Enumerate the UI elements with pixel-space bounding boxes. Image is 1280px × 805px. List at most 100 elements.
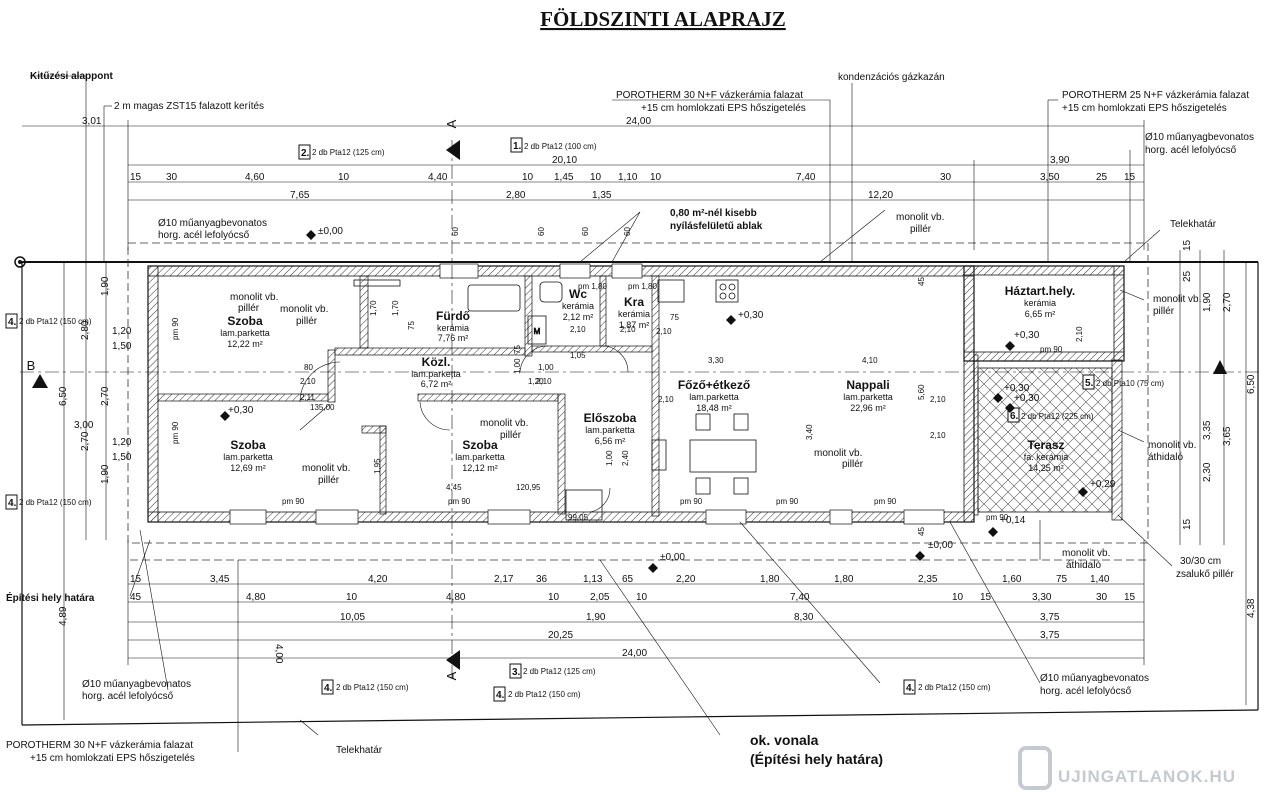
svg-text:fa. kerámia: fa. kerámia xyxy=(1024,452,1069,462)
svg-text:2 db Pta12 (150 cm): 2 db Pta12 (150 cm) xyxy=(19,317,92,326)
svg-text:+0,14: +0,14 xyxy=(1000,515,1026,526)
plot-border-bottom: Telekhatár xyxy=(336,745,383,756)
section-a-bottom: A xyxy=(444,671,459,680)
svg-text:10: 10 xyxy=(346,592,358,603)
svg-text:1,00: 1,00 xyxy=(605,450,614,466)
svg-text:2,10: 2,10 xyxy=(536,377,552,386)
svg-text:2,10: 2,10 xyxy=(656,327,672,336)
ok-line-label-1: ok. vonala xyxy=(750,732,819,748)
watermark: UJINGATLANOK.HU xyxy=(1018,746,1236,790)
svg-text:4,10: 4,10 xyxy=(862,356,878,365)
svg-text:3,75: 3,75 xyxy=(1040,630,1060,641)
svg-text:20,25: 20,25 xyxy=(548,630,573,641)
svg-text:6,65 m²: 6,65 m² xyxy=(1025,309,1056,319)
svg-text:6.: 6. xyxy=(1010,411,1019,422)
pillar-top-line2: pillér xyxy=(910,224,932,235)
dims-right: 15 2,70 6,50 3,65 3,35 2,30 15 4,38 1,90… xyxy=(1182,239,1257,618)
level-marker: +0,30 xyxy=(1005,330,1040,351)
svg-text:3,45: 3,45 xyxy=(210,574,230,585)
svg-text:Wc: Wc xyxy=(569,287,587,301)
svg-text:monolit vb.: monolit vb. xyxy=(302,463,350,474)
svg-text:lam.parketta: lam.parketta xyxy=(689,392,739,402)
drainpipe-bl-line2: horg. acél lefolyócső xyxy=(82,691,174,702)
svg-text:UJINGATLANOK.HU: UJINGATLANOK.HU xyxy=(1058,767,1236,786)
porotherm25-line2: +15 cm homlokzati EPS hőszigetelés xyxy=(1062,103,1227,114)
svg-text:1,20: 1,20 xyxy=(112,326,132,337)
drainpipe-tr-line2: horg. acél lefolyócső xyxy=(1145,145,1237,156)
svg-text:+0,30: +0,30 xyxy=(228,405,254,416)
plot-border-right: Telekhatár xyxy=(1170,219,1217,230)
svg-text:Terasz: Terasz xyxy=(1027,438,1064,452)
room-fozo-etkezo: Főző+étkező lam.parketta 18,48 m² xyxy=(678,378,750,413)
svg-text:30: 30 xyxy=(940,172,952,183)
room-kozlekedo: Közl. lam.parketta 6,72 m² xyxy=(411,355,461,389)
survey-point-label: Kitűzési alappont xyxy=(30,71,113,82)
svg-text:1,90: 1,90 xyxy=(100,276,111,296)
lintel-right-line2: áthidaló xyxy=(1148,452,1183,463)
dimension-lines-side xyxy=(63,250,1247,720)
svg-text:24,00: 24,00 xyxy=(626,116,651,127)
dimension-lines-top xyxy=(22,120,1145,250)
svg-text:10,05: 10,05 xyxy=(340,612,365,623)
svg-text:pillér: pillér xyxy=(296,316,318,327)
room-szoba-3: Szoba lam.parketta 12,12 m² xyxy=(455,438,505,473)
svg-text:60: 60 xyxy=(623,227,632,236)
svg-text:15: 15 xyxy=(130,574,142,585)
formwork-pillar-line1: 30/30 cm xyxy=(1180,556,1221,567)
svg-text:kerámia: kerámia xyxy=(437,323,469,333)
drainpipe-tl-line1: Ø10 műanyagbevonatos xyxy=(158,218,267,229)
svg-text:1,87 m²: 1,87 m² xyxy=(619,320,650,330)
svg-text:2,10: 2,10 xyxy=(930,395,946,404)
dims-bottom: 15 3,45 4,20 2,17 36 1,13 65 2,20 1,80 1… xyxy=(130,574,1136,659)
section-a-top: A xyxy=(444,119,459,128)
level-marker: ±0,00 xyxy=(915,540,953,561)
svg-text:4,45: 4,45 xyxy=(446,483,462,492)
svg-text:3,00: 3,00 xyxy=(74,420,94,431)
svg-text:20,10: 20,10 xyxy=(552,155,577,166)
svg-text:4,40: 4,40 xyxy=(428,172,448,183)
svg-text:1,13: 1,13 xyxy=(583,574,603,585)
svg-text:36: 36 xyxy=(536,574,548,585)
svg-text:1,95: 1,95 xyxy=(373,458,382,474)
svg-text:2,20: 2,20 xyxy=(676,574,696,585)
svg-text:2 db Pta12 (125 cm): 2 db Pta12 (125 cm) xyxy=(523,667,596,676)
drawing-title: FÖLDSZINTI ALAPRAJZ xyxy=(540,7,786,31)
svg-text:15: 15 xyxy=(1182,518,1193,530)
svg-text:75: 75 xyxy=(513,345,522,354)
svg-text:6,72 m²: 6,72 m² xyxy=(421,379,452,389)
drainpipe-tr-line1: Ø10 műanyagbevonatos xyxy=(1145,132,1254,143)
svg-text:10: 10 xyxy=(590,172,602,183)
svg-text:pm 90: pm 90 xyxy=(776,497,799,506)
svg-text:pillér: pillér xyxy=(842,459,864,470)
room-terasz: Terasz fa. kerámia 14,25 m² xyxy=(1024,438,1069,473)
room-szoba-1: Szoba lam.parketta 12,22 m² xyxy=(220,314,270,349)
svg-text:15: 15 xyxy=(980,592,992,603)
svg-text:60: 60 xyxy=(451,227,460,236)
drainpipe-tl-line2: horg. acél lefolyócső xyxy=(158,230,250,241)
level-markers: ±0,00 ±0,00 ±0,00 +0,30 +0,30 +0,30 +0,3… xyxy=(220,226,1116,573)
svg-text:3,30: 3,30 xyxy=(708,356,724,365)
porotherm30-top-line2: +15 cm homlokzati EPS hőszigetelés xyxy=(641,103,806,114)
section-markers xyxy=(20,140,1260,680)
svg-text:4.: 4. xyxy=(8,317,17,328)
svg-text:2,80: 2,80 xyxy=(80,320,91,340)
svg-text:135,00: 135,00 xyxy=(310,403,335,412)
lintel-tag-5: 5.2 db Pta10 (75 cm) xyxy=(1082,374,1164,390)
svg-text:4.: 4. xyxy=(8,498,17,509)
svg-text:monolit vb.: monolit vb. xyxy=(280,304,328,315)
svg-text:99,05: 99,05 xyxy=(568,513,589,522)
svg-text:18,48 m²: 18,48 m² xyxy=(696,403,732,413)
svg-text:2 db Pta12 (150 cm): 2 db Pta12 (150 cm) xyxy=(508,690,581,699)
svg-text:1,90: 1,90 xyxy=(586,612,606,623)
svg-text:1,20: 1,20 xyxy=(528,377,544,386)
svg-text:10: 10 xyxy=(522,172,534,183)
svg-text:60: 60 xyxy=(581,227,590,236)
svg-text:5,60: 5,60 xyxy=(917,384,926,400)
svg-text:pm 90: pm 90 xyxy=(171,421,180,444)
dimension-lines-bottom xyxy=(127,540,1145,665)
svg-text:±0,00: ±0,00 xyxy=(318,226,343,237)
svg-text:2,70: 2,70 xyxy=(100,386,111,406)
svg-text:6,50: 6,50 xyxy=(58,386,69,406)
svg-text:pm 90: pm 90 xyxy=(448,497,471,506)
level-marker: ±0,00 xyxy=(648,552,685,573)
